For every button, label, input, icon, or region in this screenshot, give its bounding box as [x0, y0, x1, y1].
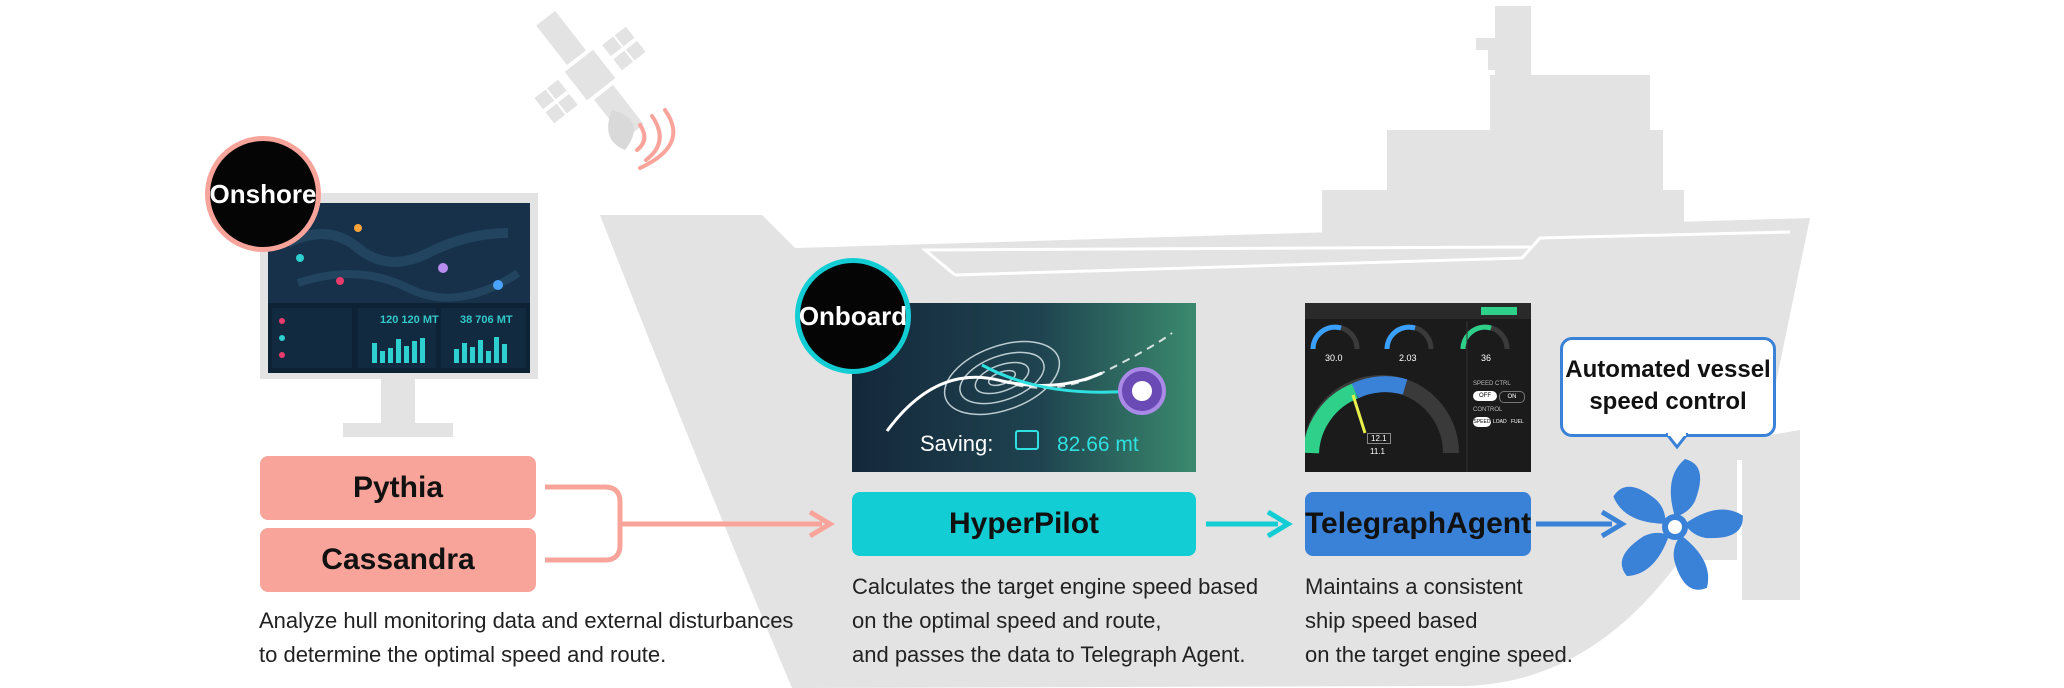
pythia-box: Pythia — [260, 456, 536, 520]
telegraph-description: Maintains a consistent ship speed based … — [1305, 574, 1573, 667]
speed-ctrl-label: SPEED CTRL — [1473, 381, 1511, 387]
readout-lower: 11.1 — [1370, 447, 1385, 456]
hyperpilot-box: HyperPilot — [852, 492, 1196, 556]
mode-fuel: FUEL — [1511, 419, 1524, 425]
signal-waves-icon — [635, 108, 676, 170]
onshore-badge: Onshore — [205, 136, 321, 252]
dashboard-stat-2: 38 706 MT — [460, 314, 513, 326]
toggle-off: OFF — [1473, 391, 1497, 401]
saving-label: Saving: — [920, 431, 994, 456]
propeller-icon — [1613, 459, 1743, 590]
toggle-on: ON — [1499, 391, 1525, 403]
deck-line — [920, 230, 1791, 277]
dashboard-stat-1: 120 120 MT — [380, 314, 439, 326]
mode-load: LOAD — [1493, 419, 1507, 425]
bracket-connector — [545, 484, 623, 563]
hyperpilot-description: Calculates the target engine speed based… — [852, 574, 1259, 667]
callout-tail — [1666, 433, 1688, 450]
route-graphic — [885, 332, 1173, 450]
cassandra-box: Cassandra — [260, 528, 536, 592]
satellite-icon — [534, 10, 646, 140]
onboard-badge: Onboard — [795, 258, 911, 374]
dashboard-map — [268, 203, 530, 368]
gauge-readout-1: 30.0 — [1325, 353, 1343, 363]
readout-upper: 12.1 — [1367, 433, 1391, 444]
saving-value: 82.66 mt — [1057, 433, 1139, 456]
onshore-dashboard-screen: 120 120 MT 38 706 MT — [268, 203, 530, 373]
mode-speed: SPEED — [1473, 417, 1491, 427]
control-label: CONTROL — [1473, 407, 1503, 413]
satellite-dish — [608, 110, 634, 150]
telegraph-panel-screen: 30.0 2.03 36 SPEED CTRL OFF ON CONTROL S… — [1305, 303, 1531, 472]
gauge-readout-3: 36 — [1481, 353, 1492, 363]
stern-post — [1742, 430, 1800, 600]
ship-superstructure — [1322, 6, 1684, 246]
automated-speed-control-callout: Automated vessel speed control — [1560, 337, 1776, 437]
onshore-description: Analyze hull monitoring data and externa… — [259, 608, 794, 667]
telegraph-gauges — [1305, 303, 1531, 472]
telegraph-agent-box: TelegraphAgent — [1305, 492, 1531, 556]
hyperpilot-screen: Saving: 82.66 mt — [852, 303, 1196, 472]
gauge-readout-2: 2.03 — [1399, 353, 1417, 363]
